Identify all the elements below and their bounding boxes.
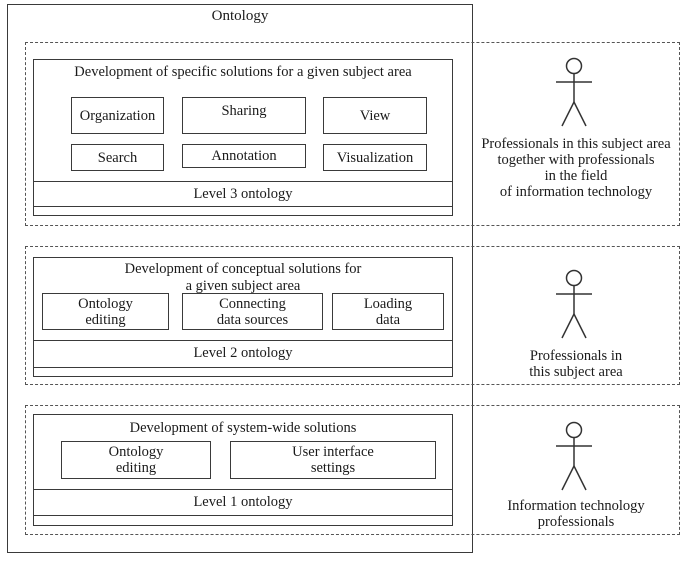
stick-figure-icon [556, 57, 592, 127]
level2-actor-label: Professionals in this subject area [470, 348, 682, 380]
level2-divider-bottom [33, 367, 453, 368]
level3-actor-label: Professionals in this subject area toget… [470, 136, 682, 200]
system-ontology-editing-line-1: Ontology [108, 444, 164, 460]
level2-heading-line-2: a given subject area [185, 278, 301, 294]
level3-divider [33, 181, 453, 182]
system-ontology-editing-box: Ontology editing [61, 441, 211, 479]
level1-divider [33, 489, 453, 490]
user-interface-settings-line-1: User interface [292, 444, 374, 460]
view-box: View [323, 97, 427, 134]
sharing-box: Sharing [182, 97, 306, 134]
user-interface-settings-line-2: settings [310, 460, 356, 476]
user-interface-settings-box: User interface settings [230, 441, 436, 479]
level2-heading: Development of conceptual solutions for … [33, 261, 453, 295]
search-box: Search [71, 144, 164, 171]
level3-actor-line-2: together with professionals [497, 152, 655, 168]
level1-actor-label: Information technology professionals [470, 498, 682, 530]
level1-label: Level 1 ontology [193, 494, 293, 510]
stick-figure-icon [556, 269, 592, 339]
loading-data-line-1: Loading [363, 295, 413, 312]
level3-actor-line-3: in the field [544, 168, 608, 184]
level2-actor-line-2: this subject area [529, 364, 623, 380]
ontology-editing-box: Ontology editing [42, 293, 169, 330]
stick-figure-icon [556, 421, 592, 491]
visualization-box: Visualization [323, 144, 427, 171]
level2-band [25, 246, 680, 385]
level1-heading: Development of system-wide solutions [129, 420, 357, 436]
level3-panel [33, 59, 453, 216]
ontology-title: Ontology [211, 8, 269, 24]
level3-band [25, 42, 680, 226]
level1-band [25, 405, 680, 535]
level2-divider [33, 340, 453, 341]
level3-actor-line-1: Professionals in this subject area [481, 136, 671, 152]
connecting-data-sources-box: Connecting data sources [182, 293, 323, 330]
level2-heading-line-1: Development of conceptual solutions for [124, 261, 362, 277]
connecting-data-sources-line-2: data sources [216, 311, 289, 328]
loading-data-line-2: data [375, 311, 401, 328]
system-ontology-editing-line-2: editing [115, 460, 157, 476]
connecting-data-sources-line-1: Connecting [219, 295, 286, 312]
level3-label: Level 3 ontology [193, 186, 293, 202]
ontology-editing-line-1: Ontology [78, 295, 133, 312]
ontology-editing-line-2: editing [85, 311, 126, 328]
level1-actor-line-1: Information technology [507, 498, 645, 514]
level2-actor-line-1: Professionals in [529, 348, 623, 364]
level2-label: Level 2 ontology [193, 345, 293, 361]
annotation-box: Annotation [182, 144, 306, 168]
level1-actor-line-2: professionals [537, 514, 615, 530]
loading-data-box: Loading data [332, 293, 444, 330]
level3-heading: Development of specific solutions for a … [74, 64, 412, 80]
organization-box: Organization [71, 97, 164, 134]
level3-actor-line-4: of information technology [499, 184, 653, 200]
ontology-frame [7, 4, 473, 553]
level3-divider-bottom [33, 206, 453, 207]
level1-divider-bottom [33, 515, 453, 516]
